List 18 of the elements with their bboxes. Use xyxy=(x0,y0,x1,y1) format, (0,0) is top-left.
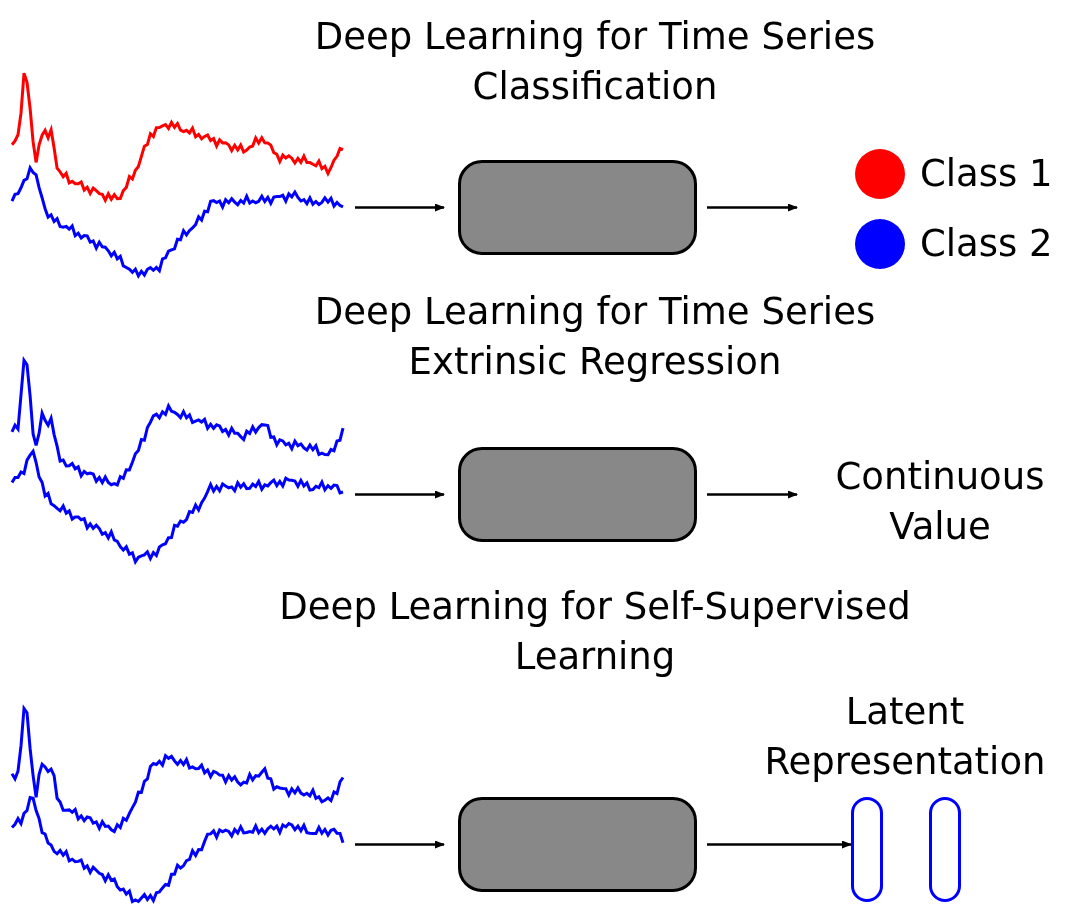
output-label: Continuous Value xyxy=(815,452,1065,552)
arrow xyxy=(355,203,445,212)
legend-label: Class 2 xyxy=(920,221,1053,267)
arrow xyxy=(355,490,445,499)
model-box xyxy=(458,797,697,892)
arrow xyxy=(355,840,445,849)
latent-vector-capsule xyxy=(851,797,883,902)
latent-vector-capsule xyxy=(929,797,961,902)
legend-label: Class 1 xyxy=(920,151,1053,197)
arrow xyxy=(707,203,798,212)
arrow xyxy=(707,490,798,499)
section-heading: Deep Learning for Self-Supervised Learning xyxy=(278,584,912,680)
model-box xyxy=(458,160,697,255)
output-label: Latent Representation xyxy=(745,687,1065,787)
model-box xyxy=(458,447,697,542)
section-heading: Deep Learning for Time Series Classification xyxy=(313,14,877,110)
arrow xyxy=(707,840,852,849)
section-heading: Deep Learning for Time Series Extrinsic Regression xyxy=(313,289,877,385)
